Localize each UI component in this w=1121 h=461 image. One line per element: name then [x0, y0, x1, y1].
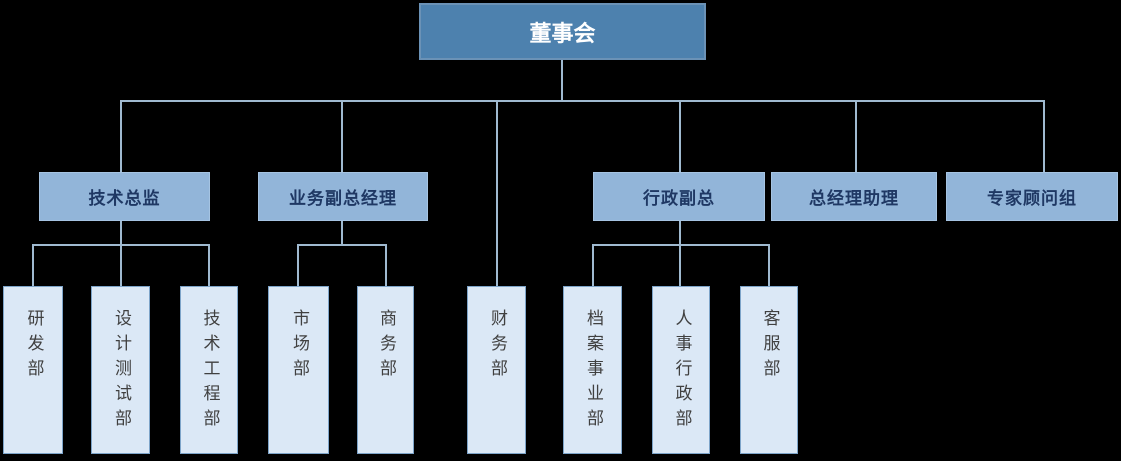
org-node-business-vp[interactable]: 业务副总经理	[258, 172, 428, 221]
org-node-marketing-dept[interactable]: 市场部	[268, 286, 329, 454]
org-node-board-label: 董事会	[529, 21, 596, 47]
org-node-finance-dept[interactable]: 财务部	[467, 286, 526, 454]
org-node-tech-director-label: 技术总监	[88, 189, 161, 209]
org-node-commerce-dept-label: 商务部	[376, 309, 396, 384]
org-node-expert-advisors[interactable]: 专家顾问组	[946, 172, 1118, 221]
org-node-business-vp-label: 业务副总经理	[289, 189, 397, 209]
org-node-archives-dept[interactable]: 档案事业部	[563, 286, 622, 454]
org-node-hr-admin-dept[interactable]: 人事行政部	[652, 286, 710, 454]
org-node-gm-assistant[interactable]: 总经理助理	[771, 172, 937, 221]
connector-drop-admin-vp	[679, 100, 681, 172]
connector-admin-vp-bus	[592, 244, 770, 246]
org-node-commerce-dept[interactable]: 商务部	[357, 286, 414, 454]
connector-drop-tech-director	[120, 100, 122, 172]
connector-business-vp-bus	[297, 244, 387, 246]
org-node-rnd-dept[interactable]: 研发部	[3, 286, 63, 454]
org-node-tech-director[interactable]: 技术总监	[39, 172, 210, 221]
org-node-finance-dept-label: 财务部	[487, 309, 507, 384]
org-node-customer-service-dept[interactable]: 客服部	[740, 286, 798, 454]
org-node-admin-vp-label: 行政副总	[643, 189, 715, 209]
connector-root-stem	[561, 60, 563, 101]
connector-tech-director-stem	[120, 221, 122, 245]
org-node-customer-service-dept-label: 客服部	[759, 309, 780, 384]
connector-drop-finance-dept	[496, 100, 498, 286]
connector-drop-design-test-dept	[120, 244, 122, 286]
connector-drop-rnd-dept	[32, 244, 34, 286]
connector-drop-commerce-dept	[385, 244, 387, 286]
org-node-hr-admin-dept-label: 人事行政部	[671, 309, 692, 434]
org-node-board[interactable]: 董事会	[419, 3, 706, 60]
org-node-design-test-dept[interactable]: 设计测试部	[91, 286, 150, 454]
connector-drop-hr-admin-dept	[679, 244, 681, 286]
org-node-admin-vp[interactable]: 行政副总	[593, 172, 765, 221]
org-node-archives-dept-label: 档案事业部	[583, 309, 603, 434]
connector-main-bus	[120, 100, 1045, 102]
org-node-marketing-dept-label: 市场部	[289, 309, 309, 384]
connector-business-vp-stem	[341, 221, 343, 245]
connector-drop-gm-assistant	[855, 100, 857, 172]
connector-drop-business-vp	[341, 100, 343, 172]
org-node-gm-assistant-label: 总经理助理	[809, 189, 899, 209]
org-node-tech-engineering-dept[interactable]: 技术工程部	[180, 286, 238, 454]
connector-drop-tech-engineering-dept	[208, 244, 210, 286]
connector-drop-archives-dept	[592, 244, 594, 286]
connector-admin-vp-stem	[679, 221, 681, 245]
connector-drop-customer-service-dept	[768, 244, 770, 286]
org-node-expert-advisors-label: 专家顾问组	[987, 189, 1077, 209]
org-node-design-test-dept-label: 设计测试部	[111, 309, 131, 434]
org-node-rnd-dept-label: 研发部	[23, 309, 44, 384]
connector-drop-expert-advisors	[1043, 100, 1045, 172]
connector-drop-marketing-dept	[297, 244, 299, 286]
org-node-tech-engineering-dept-label: 技术工程部	[199, 309, 220, 434]
